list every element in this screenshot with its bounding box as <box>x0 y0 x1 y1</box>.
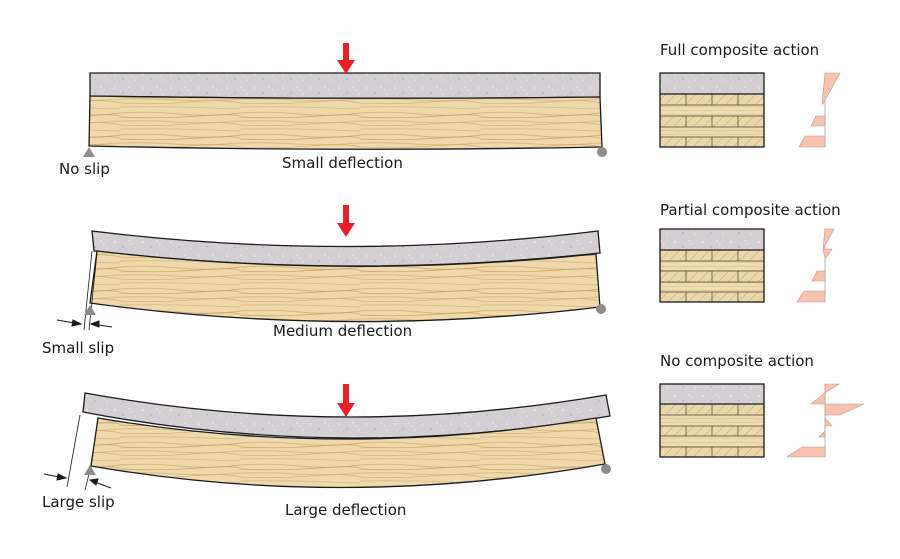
roller-support-icon <box>601 464 611 474</box>
slip-dimension-arrows <box>43 473 112 489</box>
support-label-no-slip: No slip <box>59 160 110 178</box>
deflection-label-large: Large deflection <box>285 501 407 519</box>
pin-support-icon <box>84 465 96 475</box>
stress-diagram-none <box>786 383 865 458</box>
cross-section-none <box>659 383 765 458</box>
roller-support-icon <box>596 304 606 314</box>
panel-title-none: No composite action <box>660 352 814 370</box>
stress-diagram-partial <box>796 228 835 303</box>
slip-dimension-arrows <box>56 319 113 328</box>
pin-support-icon <box>83 147 95 157</box>
roller-support-icon <box>597 147 607 157</box>
support-label-small-slip: Small slip <box>42 339 115 357</box>
load-arrow <box>337 43 355 74</box>
pin-support-icon <box>84 305 96 315</box>
load-arrow <box>337 384 355 417</box>
panel-title-partial: Partial composite action <box>660 201 841 219</box>
panel-title-full: Full composite action <box>660 41 820 59</box>
cross-section-full <box>659 72 765 148</box>
beam-no-composite <box>43 384 611 491</box>
support-label-large-slip: Large slip <box>42 493 115 511</box>
load-arrow <box>337 205 355 237</box>
beam-full-composite <box>83 43 607 157</box>
deflection-label-medium: Medium deflection <box>273 322 413 340</box>
cross-section-partial <box>659 228 765 303</box>
deflection-label-small: Small deflection <box>282 154 403 172</box>
stress-diagram-full <box>798 72 841 148</box>
beam-partial-composite <box>56 205 606 331</box>
